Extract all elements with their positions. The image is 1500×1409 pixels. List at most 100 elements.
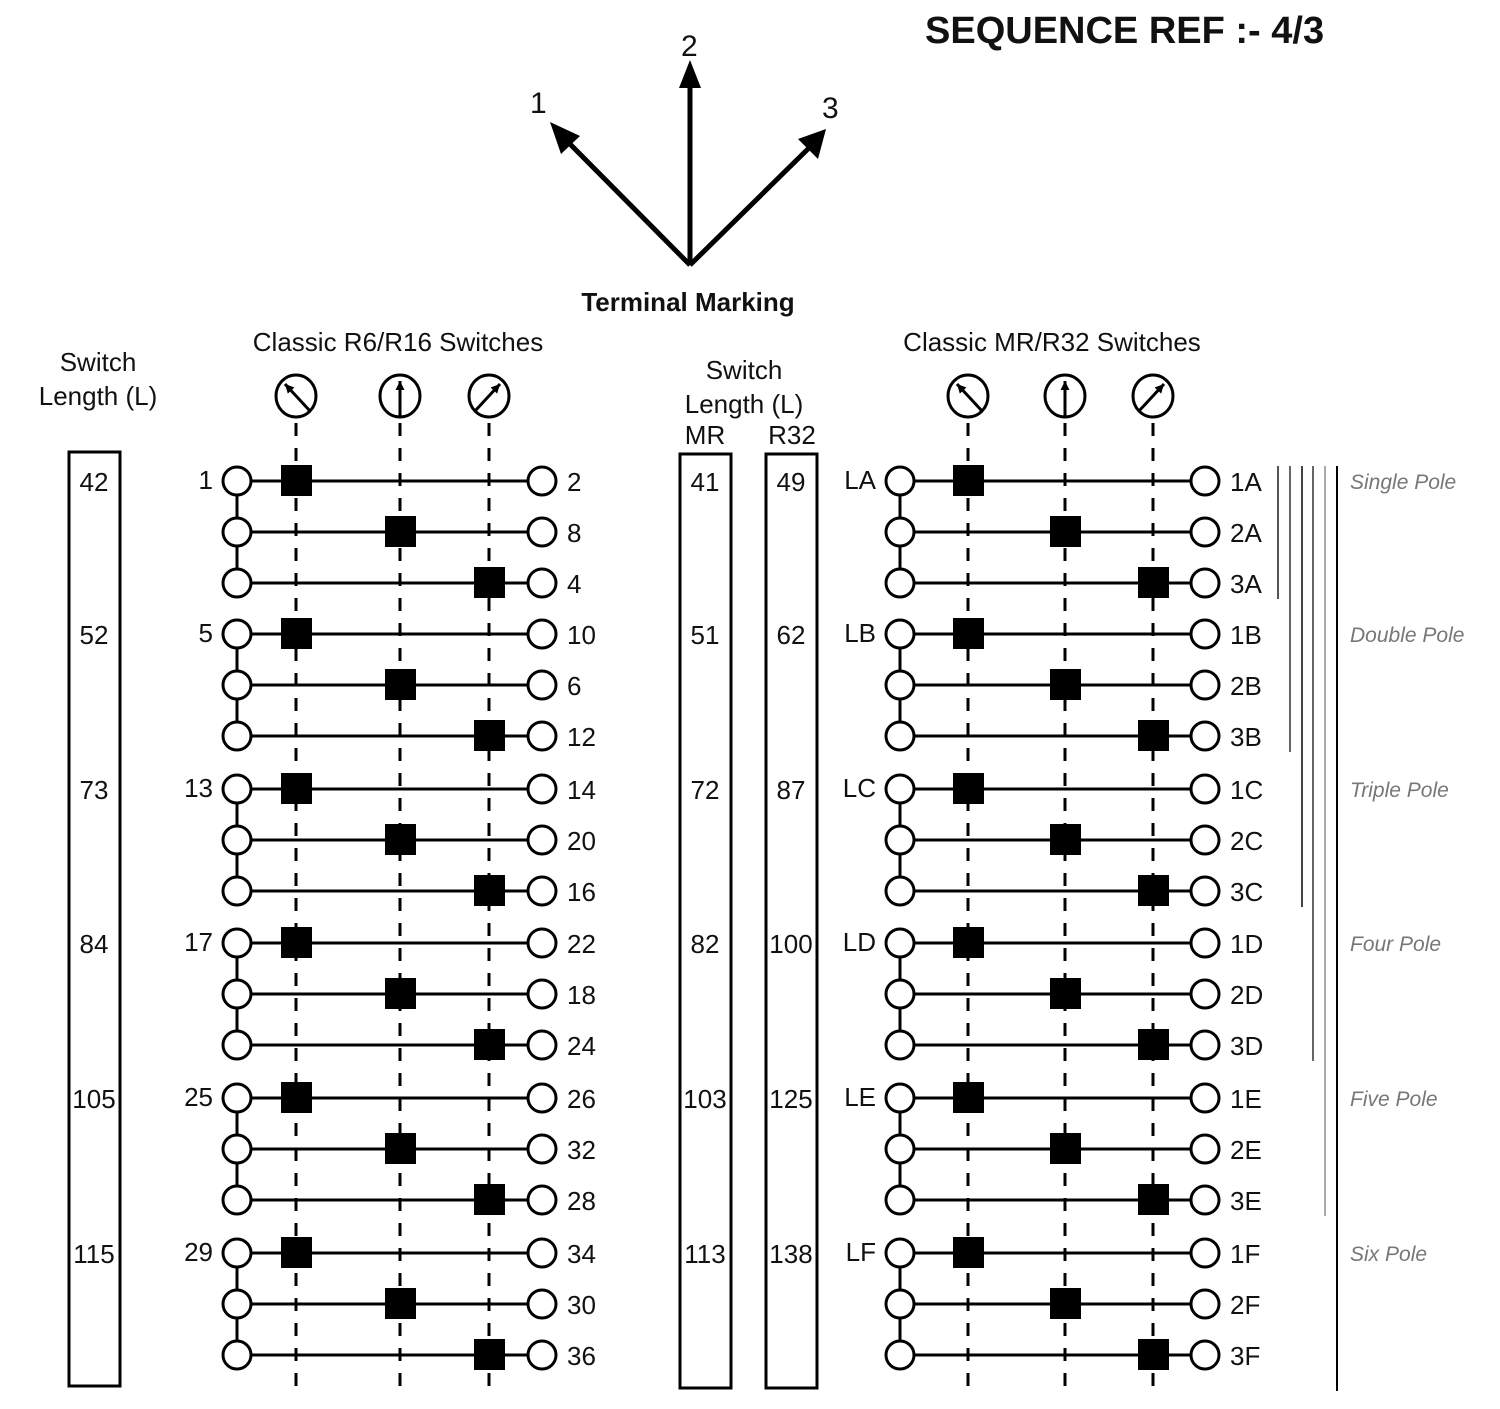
closed-contact-marker [385,1288,416,1319]
output-terminal-label: 1F [1230,1239,1260,1269]
r32-length-value: 49 [777,467,806,497]
contact-row: 30 [221,1288,596,1320]
input-terminal-label: LA [844,465,876,495]
input-terminal-icon [884,516,916,548]
output-terminal-icon [1189,618,1221,650]
closed-contact-marker [1138,720,1169,751]
closed-contact-marker [1050,978,1081,1009]
arrow-label-1: 1 [530,87,547,120]
output-terminal-icon [1189,978,1221,1010]
output-terminal-label: 16 [567,877,596,907]
contact-row: 4 [221,567,581,599]
output-terminal-label: 34 [567,1239,596,1269]
output-terminal-label: 10 [567,620,596,650]
contact-row: 2E [884,1133,1262,1165]
input-terminal-icon [221,824,253,856]
output-terminal-label: 1E [1230,1084,1262,1114]
closed-contact-marker [1138,1339,1169,1370]
input-terminal-icon [884,669,916,701]
contact-row: 2A [884,516,1262,548]
contact-row: 28 [221,1184,596,1216]
closed-contact-marker [474,1339,505,1370]
closed-contact-marker [474,567,505,598]
input-terminal-label: LB [844,618,876,648]
output-terminal-icon [526,720,558,752]
contact-row: 22 [221,927,596,959]
contact-row: 24 [221,1029,596,1061]
arrow-label-2: 2 [681,30,698,63]
pole-type-label: Single Pole [1350,471,1456,494]
arrow-2-head-icon [679,60,701,88]
input-terminal-label: 5 [199,618,213,648]
r6-r16-position-3-dial-icon [467,373,511,419]
output-terminal-label: 24 [567,1031,596,1061]
left-switch-panel: 2841106125142016132218241726322825343036… [72,373,596,1390]
output-terminal-label: 1C [1230,775,1263,805]
contact-row: 8 [221,516,581,548]
closed-contact-marker [953,1237,984,1268]
arrow-1-head-icon [550,122,580,154]
input-terminal-label: LD [843,927,876,957]
switch-length-value: 42 [80,467,109,497]
contact-row: 18 [221,978,596,1010]
closed-contact-marker [1050,669,1081,700]
closed-contact-marker [474,875,505,906]
contact-row: 1D [884,927,1263,959]
input-terminal-label: 17 [184,927,213,957]
sequence-ref-title: SEQUENCE REF :- 4/3 [925,10,1324,52]
input-terminal-icon [884,465,916,497]
r32-length-value: 62 [777,620,806,650]
input-terminal-icon [884,1237,916,1269]
input-terminal-icon [221,669,253,701]
contact-row: 2D [884,978,1263,1010]
closed-contact-marker [953,465,984,496]
output-terminal-label: 2A [1230,518,1262,548]
closed-contact-marker [474,1184,505,1215]
closed-contact-marker [1138,567,1169,598]
mr-length-value: 41 [691,467,720,497]
contact-row: 32 [221,1133,596,1165]
output-terminal-label: 2B [1230,671,1262,701]
contact-row: 1C [884,773,1263,805]
closed-contact-marker [281,1237,312,1268]
right-length-header-line1: Switch [706,355,783,385]
left-length-header-line1: Switch [60,347,137,377]
input-terminal-icon [884,824,916,856]
input-terminal-icon [221,1237,253,1269]
mr-length-value: 103 [683,1084,726,1114]
output-terminal-label: 18 [567,980,596,1010]
input-terminal-icon [221,1082,253,1114]
closed-contact-marker [1050,1133,1081,1164]
right-panel-header: Classic MR/R32 Switches [903,327,1201,357]
pole-type-label: Six Pole [1350,1243,1427,1266]
left-length-header-line2: Length (L) [39,381,158,411]
left-length-box [67,450,122,1388]
contact-row: 2F [884,1288,1260,1320]
contact-row: 2C [884,824,1263,856]
output-terminal-icon [1189,824,1221,856]
output-terminal-label: 8 [567,518,581,548]
closed-contact-marker [953,618,984,649]
input-terminal-icon [884,1184,916,1216]
output-terminal-label: 1D [1230,929,1263,959]
output-terminal-icon [1189,1082,1221,1114]
arrow-3-head-icon [798,129,826,159]
input-terminal-icon [884,1133,916,1165]
output-terminal-icon [526,1237,558,1269]
arrow-3-shaft [688,143,814,267]
closed-contact-marker [1138,1029,1169,1060]
output-terminal-icon [1189,465,1221,497]
output-terminal-icon [1189,720,1221,752]
output-terminal-label: 36 [567,1341,596,1371]
closed-contact-marker [281,773,312,804]
closed-contact-marker [1138,875,1169,906]
mr-r32-position-1-dial-icon [946,373,990,419]
